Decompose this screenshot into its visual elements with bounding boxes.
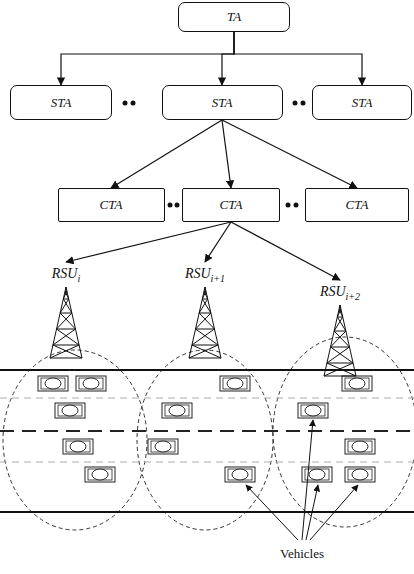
tower-symbol xyxy=(185,285,225,360)
hierarchy-arrow xyxy=(222,120,231,188)
sub-authority-box: STA xyxy=(10,85,112,120)
rsu-label: RSUi+1 xyxy=(185,262,225,285)
hierarchy-arrow xyxy=(231,222,340,280)
rsu-label: RSUi+2 xyxy=(320,280,360,303)
cluster-authority-box: CTA xyxy=(305,188,409,222)
rsu-tower: RSUi+1 xyxy=(181,262,229,360)
node-label: STA xyxy=(212,95,233,111)
tower-symbol xyxy=(320,303,360,378)
rsu-label: RSUi xyxy=(52,262,80,285)
coverage-circles xyxy=(3,337,414,530)
node-label: CTA xyxy=(100,197,123,213)
cluster-authority-box: CTA xyxy=(182,188,280,222)
hierarchy-arrow xyxy=(205,222,231,262)
vehicles-label: Vehicles xyxy=(280,546,324,562)
node-label: TA xyxy=(227,9,241,25)
authority-box: TA xyxy=(178,2,290,32)
hierarchy-arrow xyxy=(234,32,362,85)
rsu-tower: RSUi+2 xyxy=(316,280,364,378)
sub-authority-box: STA xyxy=(312,85,412,120)
node-label: STA xyxy=(352,95,373,111)
road-lines xyxy=(0,370,414,512)
rsu-tower: RSUi xyxy=(42,262,90,360)
hierarchy-arrow xyxy=(111,120,222,188)
vehicle-icons xyxy=(38,376,375,482)
sub-authority-box: STA xyxy=(162,85,283,120)
cluster-authority-box: CTA xyxy=(58,188,165,222)
tower-symbol xyxy=(46,285,86,360)
hierarchy-arrow xyxy=(61,32,234,85)
node-label: STA xyxy=(51,95,72,111)
node-label: CTA xyxy=(220,197,243,213)
hierarchy-arrow xyxy=(66,222,231,262)
hierarchy-arrow xyxy=(222,120,357,188)
vehicle-pointers xyxy=(246,420,358,540)
node-label: CTA xyxy=(346,197,369,213)
hierarchy-arrow xyxy=(222,32,234,85)
